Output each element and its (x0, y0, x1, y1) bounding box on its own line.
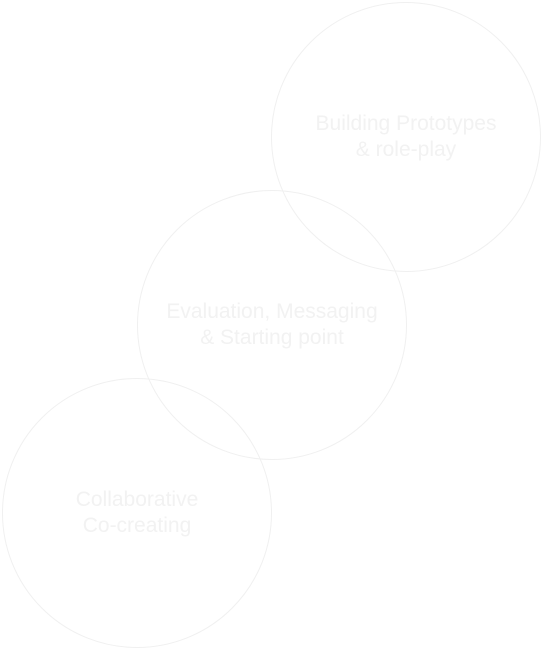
circle-label-line2: Co-creating (82, 514, 192, 537)
circle-building-prototypes: Building Prototypes & role-play (271, 2, 541, 272)
circle-label-line1: Collaborative (75, 488, 199, 511)
circle-label-line2: & role-play (355, 138, 457, 161)
circle-collaborative: Collaborative Co-creating (2, 378, 272, 648)
circle-label-line2: & Starting point (200, 326, 344, 349)
circle-label-line1: Evaluation, Messaging (166, 300, 378, 323)
circle-label-line1: Building Prototypes (315, 112, 497, 135)
circle-evaluation-messaging: Evaluation, Messaging & Starting point (137, 190, 407, 460)
